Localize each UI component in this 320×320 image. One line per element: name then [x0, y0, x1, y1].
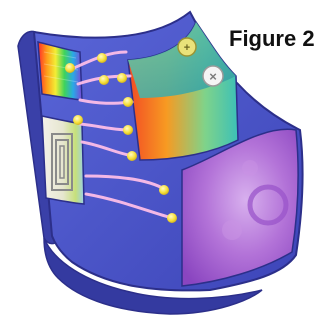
contact-pad — [73, 115, 83, 125]
contact-pad — [167, 213, 177, 223]
contact-pad — [99, 75, 109, 85]
contact-pad — [117, 73, 127, 83]
contact-pad — [65, 63, 75, 73]
contact-pad — [127, 151, 137, 161]
solar-cell-icon — [38, 42, 82, 100]
figure-caption: Figure 2 — [229, 26, 315, 52]
cross-symbol: × — [209, 69, 217, 84]
contact-pad — [97, 53, 107, 63]
contact-pad — [159, 185, 169, 195]
contact-pad — [123, 125, 133, 135]
plus-symbol: + — [184, 42, 190, 54]
contact-pad — [123, 97, 133, 107]
antenna-coil-icon — [42, 116, 84, 204]
